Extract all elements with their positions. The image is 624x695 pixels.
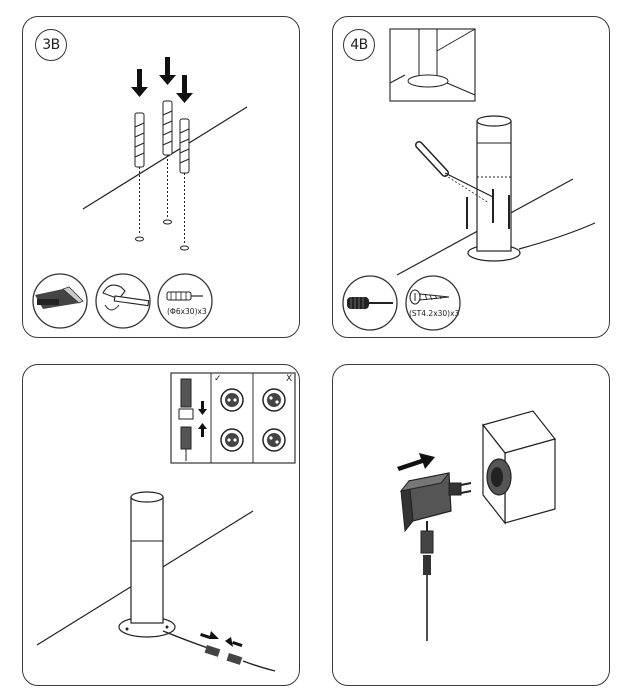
down-arrow-icon: [159, 57, 176, 85]
panel-step-plug-in: [332, 364, 610, 686]
socket-bad-icon: [262, 388, 286, 452]
down-arrow-icon: [131, 69, 148, 97]
step-badge-4b: 4B: [343, 29, 375, 61]
wall-plug-icon: [134, 112, 145, 242]
down-arrow-icon: [176, 75, 193, 103]
panel-step-4b: 4B: [332, 16, 610, 338]
up-arrow-icon: [198, 423, 207, 437]
step-3b-illustration: [32, 57, 248, 329]
power-adapter: [399, 472, 472, 533]
plug-in-illustration: [397, 410, 557, 641]
connect-cable-illustration: [36, 372, 296, 672]
screw-icon: [405, 275, 461, 331]
step-4b-illustration: [342, 28, 596, 331]
left-arrow-icon: [225, 637, 243, 647]
lamp-post: [476, 120, 512, 252]
wall-plug-icon: [157, 273, 213, 329]
right-arrow-icon: [200, 631, 219, 639]
wall-plug-icon: [179, 118, 190, 251]
socket-ok-icon: [220, 388, 244, 452]
right-arrow-icon: [397, 453, 435, 471]
screwdriver-icon: [342, 275, 398, 331]
cable-connector: [420, 530, 434, 554]
wall-plug-icon: [162, 100, 173, 225]
x-icon: X: [286, 374, 293, 384]
panel-step-connect-cable: ✓ X: [22, 364, 300, 686]
ground-line: [82, 106, 248, 210]
screw-spec-label: (ST4.2x30)x3: [409, 309, 460, 318]
wall-plug-spec-label: (Φ6x30)x3: [167, 307, 207, 316]
check-icon: ✓: [214, 374, 222, 384]
hammer-icon: [95, 273, 151, 329]
panel-step-3b: 3B: [22, 16, 300, 338]
step-badge-3b: 3B: [35, 29, 67, 61]
wall-socket: [481, 410, 557, 525]
utility-knife-icon: [32, 273, 88, 329]
lamp-post: [130, 496, 164, 624]
screwdriver-icon: [415, 141, 494, 204]
down-arrow-icon: [198, 401, 207, 415]
